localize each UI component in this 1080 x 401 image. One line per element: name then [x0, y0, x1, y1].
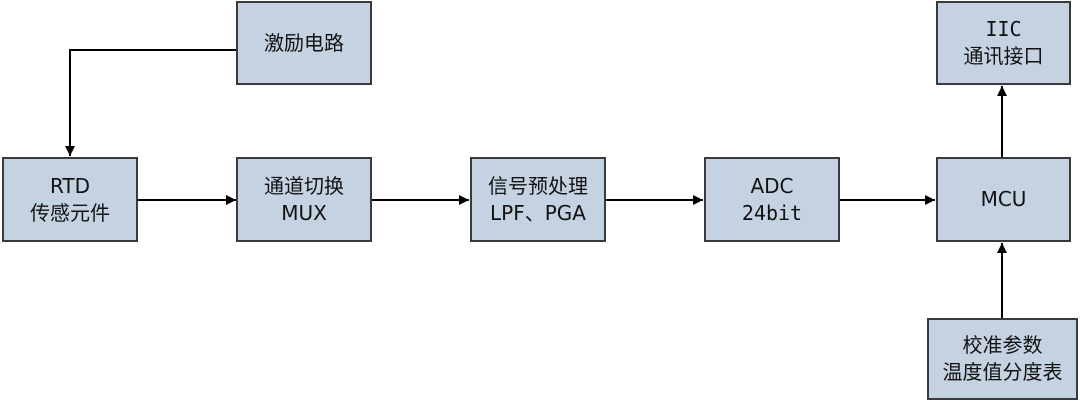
node-mcu: MCU	[936, 157, 1071, 242]
node-iic-interface: IIC 通讯接口	[936, 1, 1071, 85]
node-preproc-label-2: LPF、PGA	[490, 200, 586, 225]
node-adc: ADC 24bit	[704, 157, 840, 242]
node-adc-label-1: ADC	[750, 173, 794, 198]
node-signal-preprocessing: 信号预处理 LPF、PGA	[470, 157, 606, 242]
node-mux-label-1: 通道切换	[264, 173, 344, 198]
edge-excitation-to-rtd	[65, 49, 236, 156]
node-calibration-table: 校准参数 温度值分度表	[927, 318, 1078, 400]
node-excitation-label: 激励电路	[264, 30, 344, 55]
node-excitation-circuit: 激励电路	[236, 1, 372, 85]
node-mcu-label: MCU	[980, 187, 1027, 211]
node-mux: 通道切换 MUX	[236, 157, 372, 242]
node-adc-label-2: 24bit	[741, 200, 803, 225]
node-calib-label-2: 温度值分度表	[942, 360, 1063, 384]
node-rtd-label-2: 传感元件	[30, 200, 110, 225]
node-iic-label-2: 通讯接口	[963, 44, 1044, 68]
node-rtd-sensor: RTD 传感元件	[2, 157, 138, 242]
node-mux-label-2: MUX	[281, 200, 327, 225]
node-iic-label-1: IIC	[985, 17, 1022, 41]
node-preproc-label-1: 信号预处理	[488, 173, 588, 198]
node-calib-label-1: 校准参数	[962, 333, 1043, 357]
node-rtd-label-1: RTD	[49, 173, 91, 198]
